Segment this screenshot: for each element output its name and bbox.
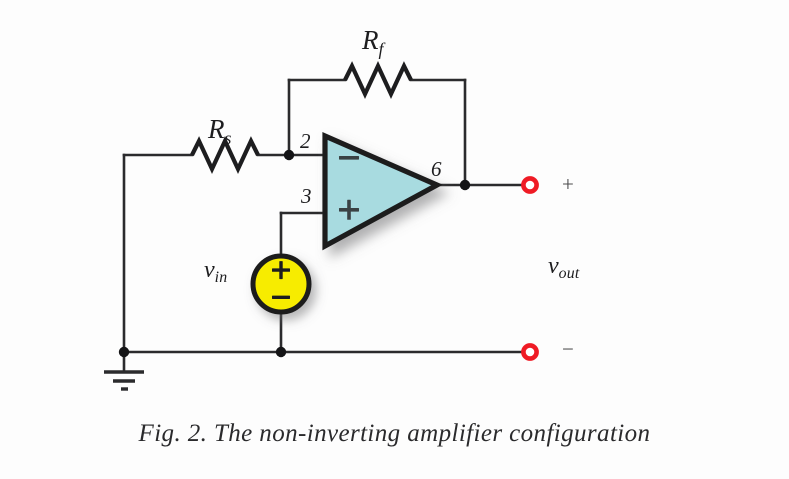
label-input-voltage: vin (204, 257, 228, 287)
opamp-body (322, 132, 443, 251)
junction-dots (118, 149, 471, 358)
label-terminal-positive: + (562, 172, 574, 196)
output-terminals (521, 176, 539, 361)
resistor-rs (190, 136, 260, 174)
terminal-positive (521, 176, 539, 194)
label-terminal-negative: − (562, 337, 574, 361)
node-ground-left (118, 346, 130, 358)
label-feedback-resistor: Rf (362, 25, 384, 59)
node-inverting-input (283, 149, 295, 161)
resistor-rf (343, 61, 413, 99)
figure-caption: Fig. 2. The non-inverting amplifier conf… (138, 420, 651, 447)
voltage-source-signs (272, 261, 290, 299)
wires (122, 78, 526, 354)
label-series-resistor: Rs (208, 114, 232, 148)
source-plus-sign (272, 261, 290, 280)
label-pin-output: 6 (431, 157, 442, 181)
node-source-bottom (275, 346, 287, 358)
terminal-negative (521, 343, 539, 361)
opamp-noninverting-sign (339, 199, 359, 220)
label-output-voltage: vout (548, 253, 580, 283)
opamp-inverting-sign (339, 156, 359, 160)
opamp-input-signs (339, 156, 359, 220)
node-output (459, 179, 471, 191)
voltage-source (250, 253, 312, 315)
label-pin-noninverting: 3 (301, 184, 312, 208)
source-minus-sign (272, 295, 290, 299)
label-pin-inverting: 2 (300, 129, 311, 153)
ground-symbol (104, 352, 144, 391)
